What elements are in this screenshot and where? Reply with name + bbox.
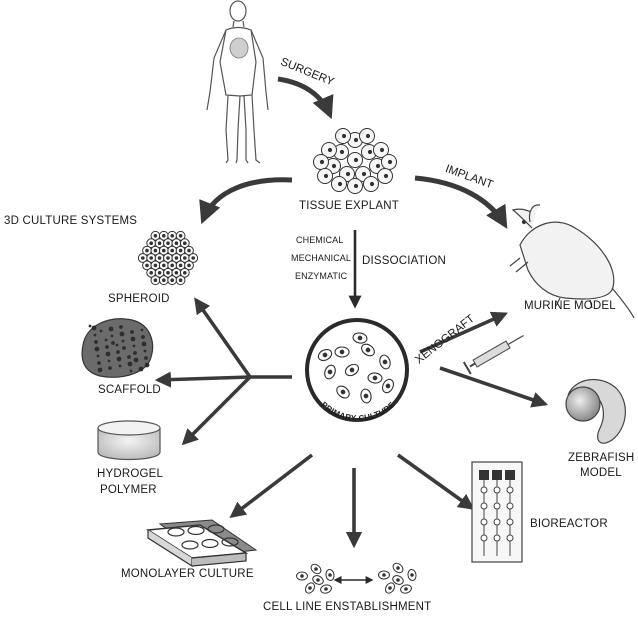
- hydrogel-label: HYDROGEL: [97, 468, 164, 480]
- dissociation-label: DISSOCIATION: [362, 255, 446, 267]
- zebrafish-label: ZEBRAFISH: [568, 452, 635, 464]
- bioreactor-arrow: [396, 453, 475, 510]
- spheroid-icon: [137, 230, 199, 286]
- zebrafish-embryo-icon: [565, 378, 626, 444]
- surgery-label: SURGERY: [279, 56, 336, 88]
- murine-model-label: MURINE MODEL: [524, 300, 616, 312]
- rat-icon: [509, 204, 635, 319]
- scaffold-icon: [81, 318, 154, 378]
- enzymatic-label: ENZYMATIC: [295, 271, 348, 281]
- culture-branch-arrows: [154, 297, 292, 446]
- bioreactor-icon: [471, 461, 523, 563]
- 3d-culture-systems-label: 3D CULTURE SYSTEMS: [4, 215, 138, 227]
- mechanical-label: MECHANICAL: [291, 253, 352, 263]
- implant-arrow: [414, 175, 508, 229]
- primary-culture-dish-icon: [305, 318, 409, 422]
- monolayer-culture-label: MONOLAYER CULTURE: [121, 568, 254, 580]
- cell-line-establishment-label: CELL LINE ENSTABLISHMENT: [263, 601, 432, 613]
- tissue-explant-icon: [313, 128, 397, 194]
- surgery-arrow: [277, 76, 334, 120]
- xenograft-label: XENOGRAFT: [413, 313, 477, 367]
- polymer-label: POLYMER: [100, 484, 157, 496]
- human-figure-icon: [206, 0, 269, 164]
- xenograft-arrow-zebrafish: [439, 366, 549, 408]
- scaffold-label: SCAFFOLD: [98, 384, 161, 396]
- zebrafish-model-label: MODEL: [580, 467, 622, 479]
- arrow-to-3d-culture: [199, 177, 293, 225]
- spheroid-label: SPHEROID: [108, 293, 170, 305]
- cell-line-left-icon: [296, 563, 335, 594]
- multiwell-plate-icon: [145, 519, 258, 568]
- xenograft-arrow-murine: [419, 311, 508, 354]
- syringe-icon: [462, 334, 524, 375]
- bioreactor-label: BIOREACTOR: [530, 518, 608, 530]
- hydrogel-icon: [97, 420, 161, 461]
- monolayer-arrow: [229, 453, 314, 518]
- cell-line-right-icon: [378, 562, 417, 594]
- tissue-explant-label: TISSUE EXPLANT: [299, 200, 399, 212]
- chemical-label: CHEMICAL: [296, 235, 344, 245]
